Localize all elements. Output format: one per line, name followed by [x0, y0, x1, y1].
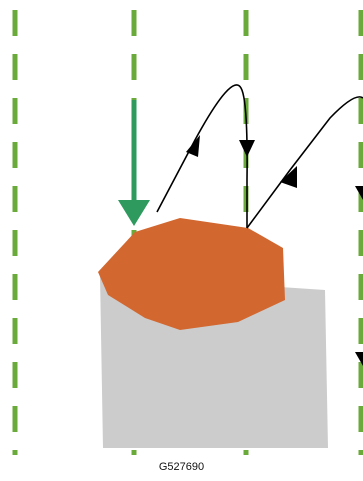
arrowhead-icon: [280, 166, 297, 188]
obstacle-top: [98, 218, 285, 330]
arrowhead-icon: [355, 186, 363, 200]
path-loop-left: [156, 84, 248, 228]
path-loop-right: [246, 96, 363, 229]
down-arrow-icon: [118, 200, 150, 226]
arrowhead-icon: [239, 140, 255, 157]
figure-id-label: G527690: [158, 461, 205, 473]
arrowhead-icon: [355, 352, 363, 366]
arrowhead-icon: [186, 135, 200, 157]
